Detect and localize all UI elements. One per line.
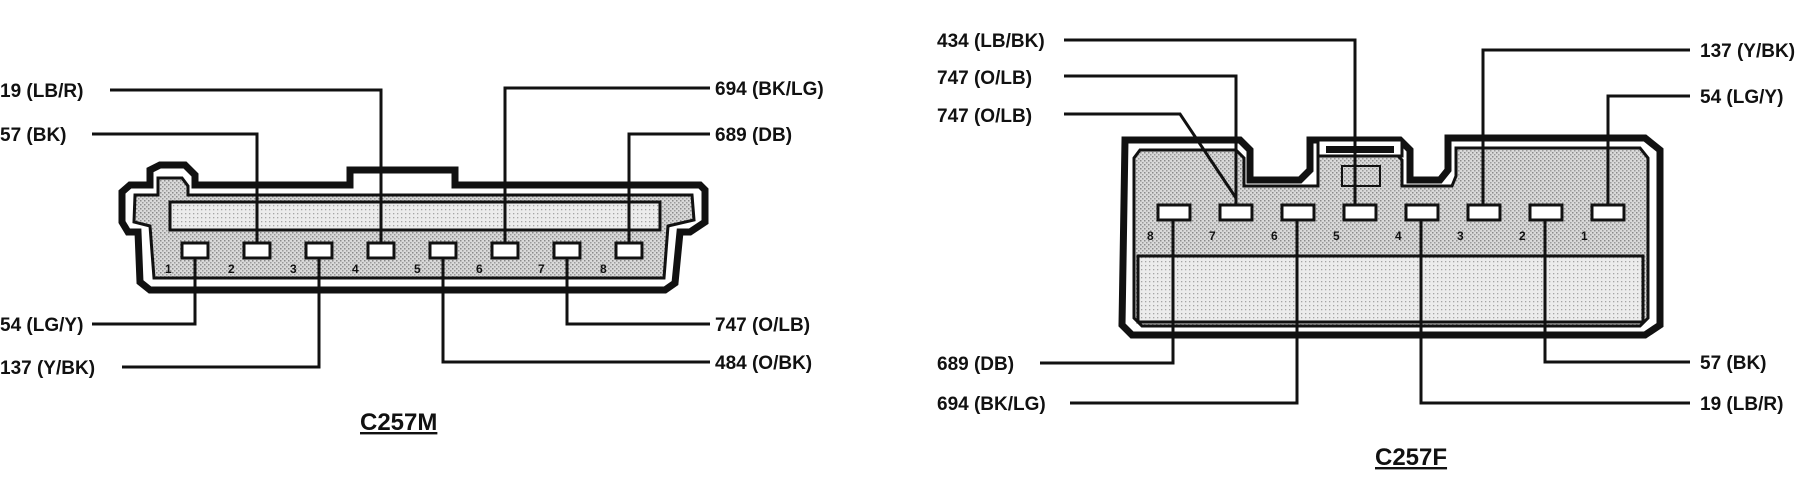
c257f-terminal-4 — [1404, 203, 1440, 222]
c257m-label: 747 (O/LB) — [715, 315, 810, 336]
c257f-wire-694 — [1070, 220, 1299, 405]
c257m-label: 484 (O/BK) — [715, 353, 812, 374]
c257m-pin-number: 7 — [538, 262, 545, 276]
c257m-pin-number: 5 — [414, 262, 421, 276]
c257m-pin-number: 4 — [352, 262, 359, 276]
c257m-label: 137 (Y/BK) — [0, 358, 95, 379]
c257m-pin-number: 3 — [290, 262, 297, 276]
c257m-label: 689 (DB) — [715, 125, 792, 146]
connector-c257f: 8 7 6 5 4 3 2 1 434 (LB/BK) 747 (O/LB) 7… — [937, 31, 1795, 471]
c257m-label: 694 (BK/LG) — [715, 79, 824, 100]
c257f-label: 19 (LB/R) — [1700, 394, 1783, 415]
c257f-label: 434 (LB/BK) — [937, 31, 1045, 52]
c257f-terminal-5 — [1342, 203, 1378, 222]
c257f-title: C257F — [1375, 444, 1447, 471]
c257f-wire-57 — [1543, 220, 1690, 364]
c257f-terminal-1 — [1590, 203, 1626, 222]
c257m-title: C257M — [360, 409, 437, 436]
c257m-wire-137 — [122, 258, 321, 369]
c257f-label: 694 (BK/LG) — [937, 394, 1046, 415]
c257m-wire-19 — [110, 88, 383, 243]
c257f-latch-bar — [1326, 146, 1394, 153]
c257m-terminal-5 — [428, 241, 458, 260]
c257f-wire-434 — [1064, 38, 1357, 205]
c257f-terminal-8 — [1156, 203, 1192, 222]
c257f-key-slot — [1136, 254, 1645, 324]
c257f-wire-137 — [1481, 48, 1690, 205]
c257f-label: 54 (LG/Y) — [1700, 87, 1783, 108]
c257m-pin-number: 8 — [600, 262, 607, 276]
c257f-terminal-2 — [1528, 203, 1564, 222]
c257m-wire-747 — [565, 258, 710, 326]
c257m-wire-689 — [627, 132, 710, 243]
c257f-terminals — [1156, 203, 1626, 222]
c257m-wire-694 — [503, 86, 710, 243]
c257f-wire-747a — [1064, 74, 1238, 205]
c257f-label: 137 (Y/BK) — [1700, 41, 1795, 62]
c257m-pin-number: 1 — [165, 262, 172, 276]
c257m-wire-54 — [92, 258, 197, 326]
c257m-terminal-8 — [614, 241, 644, 260]
c257m-terminal-4 — [366, 241, 396, 260]
c257f-terminal-7 — [1218, 203, 1254, 222]
c257f-terminal-6 — [1280, 203, 1316, 222]
c257m-label: 54 (LG/Y) — [0, 315, 83, 336]
c257m-terminal-3 — [304, 241, 334, 260]
c257m-label: 57 (BK) — [0, 125, 67, 146]
c257f-wire-54 — [1606, 94, 1690, 205]
c257f-pin-number: 5 — [1333, 229, 1340, 243]
c257m-wire-484 — [441, 258, 710, 364]
c257m-wire-57 — [92, 132, 259, 243]
c257f-pin-number: 3 — [1457, 229, 1464, 243]
c257m-key-slot — [168, 200, 662, 232]
c257f-wire-689 — [1040, 220, 1175, 365]
c257m-terminal-7 — [552, 241, 582, 260]
c257f-label: 747 (O/LB) — [937, 68, 1032, 89]
c257f-wire-747b — [1064, 112, 1238, 199]
c257f-pin-number: 8 — [1147, 229, 1154, 243]
c257f-pin-number: 6 — [1271, 229, 1278, 243]
c257f-pin-number: 7 — [1209, 229, 1216, 243]
c257f-label: 689 (DB) — [937, 354, 1014, 375]
c257m-label: 19 (LB/R) — [0, 81, 83, 102]
c257f-wire-19 — [1419, 220, 1690, 405]
c257m-terminal-1 — [180, 241, 210, 260]
c257m-pin-number: 2 — [228, 262, 235, 276]
c257f-pin-number: 1 — [1581, 229, 1588, 243]
c257m-pin-number: 6 — [476, 262, 483, 276]
c257f-pin-number: 4 — [1395, 229, 1402, 243]
c257m-terminal-2 — [242, 241, 272, 260]
c257f-terminal-3 — [1466, 203, 1502, 222]
c257f-pin-number: 2 — [1519, 229, 1526, 243]
c257f-label: 747 (O/LB) — [937, 106, 1032, 127]
c257m-terminal-6 — [490, 241, 520, 260]
connector-c257m: 1 2 3 4 5 6 7 8 19 (LB/R) 57 (BK) 694 (B… — [0, 79, 824, 436]
c257f-latch-slot — [1341, 165, 1381, 187]
c257f-label: 57 (BK) — [1700, 353, 1767, 374]
